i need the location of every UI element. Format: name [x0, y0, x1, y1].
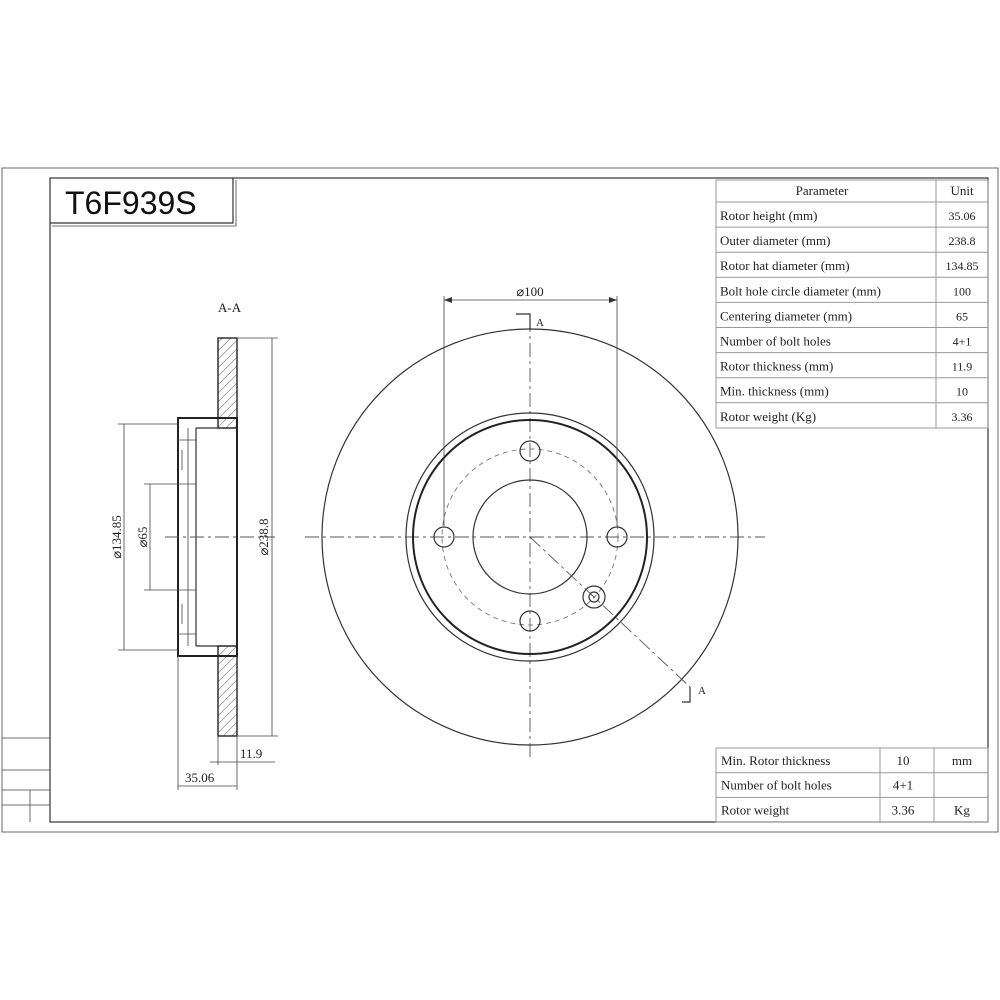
param-label: Rotor thickness (mm) — [720, 359, 833, 374]
hat-ring-outer — [405, 412, 655, 662]
param-value: 4+1 — [953, 335, 972, 349]
bolt-circle-label: ⌀100 — [516, 284, 543, 299]
param-value: 10 — [956, 385, 968, 399]
summary-label: Rotor weight — [721, 802, 790, 817]
parameters-table: Parameter Unit Rotor height (mm) 35.06Out… — [715, 179, 989, 429]
summary-value: 10 — [897, 753, 910, 768]
hat-diameter-label: ⌀134.85 — [109, 515, 124, 559]
summary-value: 3.36 — [892, 802, 915, 817]
param-value: 238.8 — [949, 234, 976, 248]
bolt-circle — [441, 448, 619, 626]
part-number: T6F939S — [65, 185, 197, 221]
summary-unit: mm — [952, 753, 972, 768]
locating-hole-inner — [588, 591, 600, 603]
front-view: A A ⌀100 — [305, 284, 765, 760]
inner-frame — [49, 177, 989, 823]
param-label: Min. thickness (mm) — [720, 384, 829, 399]
bolt-hole-left — [433, 526, 455, 548]
thickness-label: 11.9 — [240, 746, 262, 761]
param-label: Centering diameter (mm) — [720, 308, 852, 323]
height-label: 35.06 — [185, 770, 215, 785]
center-bore — [472, 479, 588, 595]
friction-ring-bottom — [217, 645, 238, 737]
section-marker-bottom: A — [698, 685, 706, 697]
friction-ring-top — [217, 337, 238, 429]
param-label: Rotor height (mm) — [720, 208, 818, 223]
summary-label: Number of bolt holes — [721, 778, 832, 793]
param-label: Rotor hat diameter (mm) — [720, 258, 850, 273]
bolt-hole-bottom — [519, 610, 541, 632]
param-header-unit: Unit — [950, 183, 974, 198]
section-marker-top: A — [536, 317, 544, 329]
summary-label: Min. Rotor thickness — [721, 753, 830, 768]
center-bore-label: ⌀65 — [135, 527, 150, 548]
param-value: 35.06 — [949, 209, 976, 223]
bolt-hole-right — [606, 526, 628, 548]
param-header-parameter: Parameter — [796, 183, 849, 198]
param-value: 65 — [956, 309, 968, 323]
locating-hole-outer — [582, 585, 606, 609]
hat-ring-inner — [412, 419, 648, 655]
summary-value: 4+1 — [893, 778, 913, 793]
summary-unit: Kg — [954, 802, 970, 817]
param-value: 11.9 — [952, 360, 973, 374]
param-label: Outer diameter (mm) — [720, 233, 830, 248]
left-title-block — [2, 737, 50, 822]
outer-diameter-label: ⌀238.8 — [256, 518, 271, 555]
param-label: Number of bolt holes — [720, 334, 831, 349]
param-value: 134.85 — [946, 259, 979, 273]
param-label: Rotor weight (Kg) — [720, 409, 816, 424]
outer-frame — [1, 167, 999, 833]
section-label: A-A — [218, 300, 242, 315]
section-view: A-A ⌀134.85 ⌀65 ⌀238.8 — [109, 300, 278, 790]
param-label: Bolt hole circle diameter (mm) — [720, 283, 881, 298]
part-number-box: T6F939S — [50, 178, 237, 227]
param-value: 100 — [953, 284, 971, 298]
bolt-hole-top — [519, 440, 541, 462]
param-value: 3.36 — [952, 410, 973, 424]
